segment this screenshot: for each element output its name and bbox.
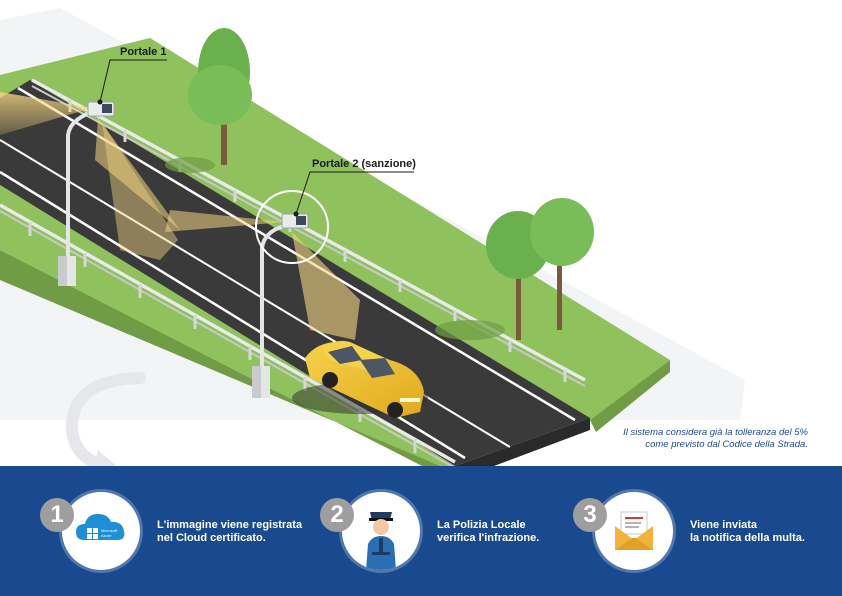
step-2-text: La Polizia Locale verifica l'infrazione. xyxy=(437,519,597,545)
step-icon-circle xyxy=(342,492,420,570)
step-3-line2: la notifica della multa. xyxy=(690,532,805,544)
grass-near-lower xyxy=(0,250,440,470)
step-1-text: L'immagine viene registrata nel Cloud ce… xyxy=(157,519,317,545)
tree-shadow xyxy=(165,157,215,173)
step-number-badge: 2 xyxy=(320,498,354,532)
step-1-line2: nel Cloud certificato. xyxy=(157,532,266,544)
step-2: 2 La Polizia Locale verifica l'infrazion… xyxy=(320,492,580,572)
step-number-badge: 3 xyxy=(573,498,607,532)
step-2-line1: La Polizia Locale xyxy=(437,519,526,531)
portal-2-highlight-ring xyxy=(255,190,329,264)
tolerance-note-line1: Il sistema considera già la tolleranza d… xyxy=(623,427,808,438)
beam-portal1-left xyxy=(0,92,92,135)
grass-edge xyxy=(590,360,670,432)
step-3: 3 Viene inviata la notifica della multa. xyxy=(573,492,833,572)
tolerance-note-line2: come previsto dal Codice della Strada. xyxy=(645,439,808,450)
cloud-icon: Microsoft Azure xyxy=(76,514,125,540)
step-icon-circle xyxy=(595,492,673,570)
envelope-icon xyxy=(615,511,653,550)
tree-back xyxy=(188,28,252,165)
grass-far xyxy=(0,38,670,420)
police-officer-icon xyxy=(366,512,396,570)
azure-badge-line1: Microsoft xyxy=(101,528,118,533)
beam-portal1-road xyxy=(95,118,180,230)
tolerance-note: Il sistema considera già la tolleranza d… xyxy=(548,427,808,451)
guardrail-near xyxy=(0,203,456,469)
portal-1 xyxy=(58,101,115,286)
portal-1-label: Portale 1 xyxy=(120,46,167,58)
road-edge xyxy=(455,418,590,478)
step-3-text: Viene inviata la notifica della multa. xyxy=(690,519,842,545)
beam-portal2-back xyxy=(165,210,285,232)
beam-portal1-down xyxy=(102,122,178,260)
step-1: 1 Microsoft Azure L'immagine viene regis… xyxy=(40,492,320,572)
step-1-line1: L'immagine viene registrata xyxy=(157,519,303,531)
portal-2-label: Portale 2 (sanzione) xyxy=(312,158,416,170)
steps-band: 1 Microsoft Azure L'immagine viene regis… xyxy=(0,466,842,596)
tree-right-2 xyxy=(530,198,594,330)
curved-arrow-icon xyxy=(65,372,146,474)
road-asphalt xyxy=(0,80,590,466)
azure-badge-line2: Azure xyxy=(101,533,112,538)
callout-leader-2 xyxy=(293,171,414,217)
step-2-line2: verifica l'infrazione. xyxy=(437,532,540,544)
step-icon-circle: Microsoft Azure xyxy=(62,492,140,570)
step-number-badge: 1 xyxy=(40,498,74,532)
callout-leader-1 xyxy=(97,59,167,105)
tree-shadow xyxy=(435,320,505,340)
step-3-line1: Viene inviata xyxy=(690,519,758,531)
yellow-car xyxy=(292,340,428,418)
